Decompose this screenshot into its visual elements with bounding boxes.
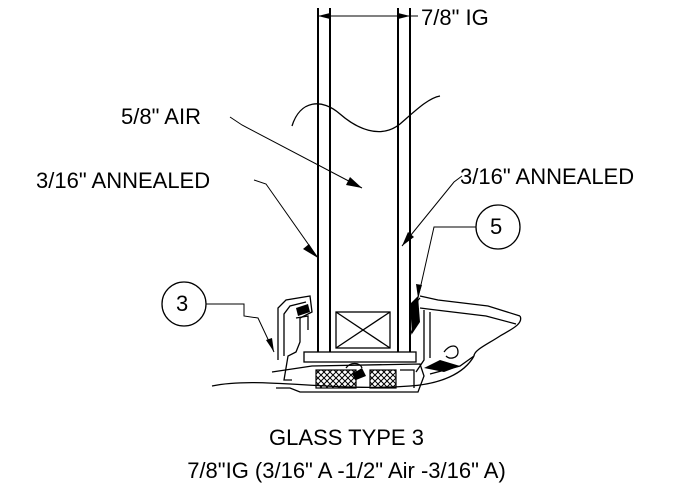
glass-lites — [317, 8, 411, 352]
callout-number-3: 3 — [176, 291, 189, 316]
label-overall-thickness: 7/8" IG — [421, 5, 489, 30]
callout-3-leader — [161, 281, 275, 353]
leader-air — [229, 116, 363, 189]
section-cut-curve — [211, 355, 475, 388]
label-right-annealed: 3/16" ANNEALED — [460, 164, 635, 189]
leader-right-annealed — [401, 175, 463, 247]
right-break-curve — [473, 315, 522, 357]
label-left-annealed: 3/16" ANNEALED — [36, 168, 211, 193]
callout-number-5: 5 — [490, 214, 503, 239]
label-air-space: 5/8" AIR — [121, 104, 201, 129]
spacer — [335, 311, 391, 349]
caption-title: GLASS TYPE 3 — [269, 425, 424, 450]
sill-profile — [271, 362, 425, 393]
break-line — [291, 95, 441, 133]
left-glazing-stop — [277, 295, 313, 381]
leader-left-annealed — [253, 179, 319, 259]
setting-block — [303, 351, 417, 363]
dimension-overall — [317, 10, 418, 22]
callout-5-leader — [416, 204, 521, 299]
caption-spec: 7/8"IG (3/16" A -1/2" Air -3/16" A) — [187, 458, 506, 483]
right-frame — [409, 295, 521, 375]
